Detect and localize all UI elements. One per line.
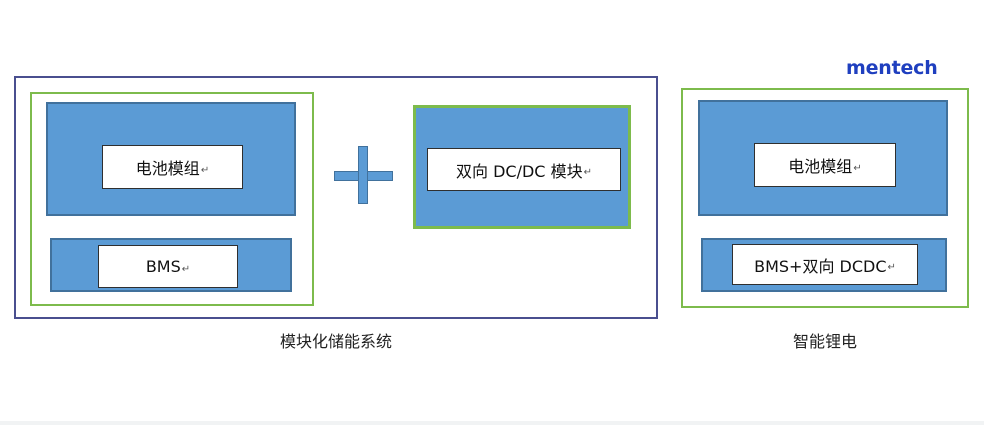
modular-storage-system-frame: [14, 76, 658, 319]
paragraph-mark-icon: ↵: [200, 164, 210, 176]
mentech-logo: mentech: [846, 57, 938, 79]
modular-storage-caption: 模块化储能系统: [279, 332, 392, 351]
paragraph-mark-icon: ↵: [887, 262, 896, 273]
smart-battery-frame: [681, 88, 969, 308]
battery-pack-frame: [30, 92, 314, 306]
bms-label: BMS↵: [98, 245, 238, 288]
dcdc-module-label: 双向 DC/DC 模块↵: [427, 148, 621, 191]
plus-icon: +: [334, 146, 393, 204]
paragraph-mark-icon: ↵: [181, 264, 191, 275]
bottom-divider: [0, 421, 984, 425]
paragraph-mark-icon: ↵: [583, 167, 592, 178]
paragraph-mark-icon: ↵: [853, 162, 862, 174]
smart-battery-caption: 智能锂电: [792, 332, 857, 351]
bms-dcdc-label: BMS+双向 DCDC↵: [732, 244, 918, 285]
battery-module-label: 电池模组↵: [102, 145, 243, 189]
smart-battery-module-label: 电池模组↵: [754, 143, 896, 187]
